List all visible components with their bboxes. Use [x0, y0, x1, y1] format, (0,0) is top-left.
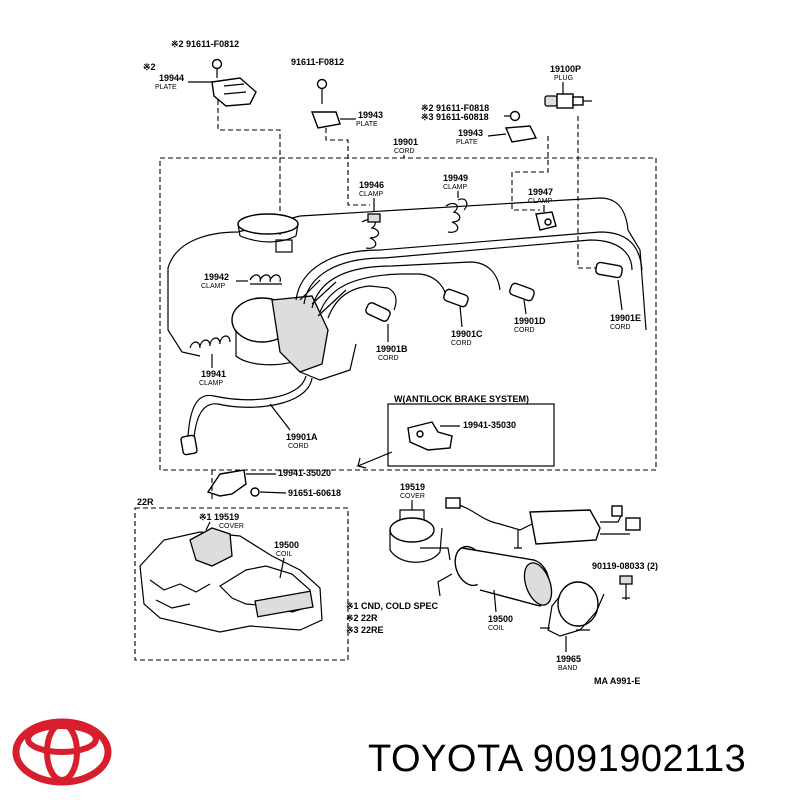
coil-band-icon — [540, 581, 605, 637]
coil-cover-icon — [389, 509, 451, 563]
ignition-cords — [180, 231, 643, 456]
note-line: ※2 22R — [346, 613, 378, 623]
callout-subtitle: CORD — [610, 324, 631, 331]
clamp-19949-icon — [445, 198, 468, 233]
bolt-icon — [211, 58, 223, 70]
brand-caption: TOYOTA 9091902113 — [368, 738, 746, 781]
callout-subtitle: COIL — [488, 625, 504, 632]
callout-subtitle: CLAMP — [359, 191, 383, 198]
clamp-19947-icon — [535, 211, 557, 231]
part-number: 9091902113 — [532, 738, 747, 780]
bolt-icon — [250, 487, 260, 497]
distributor-icon — [231, 279, 357, 381]
callout-subtitle: BAND — [558, 665, 577, 672]
callout-number: 19949 — [443, 173, 468, 183]
bracket-abs-icon — [407, 421, 453, 451]
callout-subtitle: CLAMP — [528, 198, 552, 205]
clamp-19942-icon — [249, 274, 282, 285]
plate-19943 — [310, 111, 341, 129]
callout-number: 19944 — [159, 73, 184, 83]
note-line: ※1 CND, COLD SPEC — [346, 601, 439, 611]
callout-number: 19901E — [610, 313, 641, 323]
clamp-19941-icon — [189, 335, 231, 349]
callout-number: 19500 — [488, 614, 513, 624]
callout-number: 19942 — [204, 272, 229, 282]
sub-frame-22r — [134, 507, 349, 661]
callout-subtitle: CLAMP — [199, 380, 223, 387]
callout-number: 22R — [137, 497, 154, 507]
callout-number: ※1 19519 — [199, 512, 239, 522]
clamp-19946-icon — [361, 213, 381, 249]
bolt-90119-icon — [619, 575, 633, 600]
callout-subtitle: CORD — [451, 340, 472, 347]
callout-number: 19941-35030 — [463, 420, 516, 430]
callout-subtitle: COVER — [219, 523, 244, 530]
callout-number: ※2 91611-F0818 — [421, 103, 489, 113]
callout-number: ※2 91611-F0812 — [171, 39, 239, 49]
callout-number: 19901A — [286, 432, 318, 442]
drawing-reference: MA A991-E — [594, 676, 640, 686]
callout-number: 19901 — [393, 137, 418, 147]
toyota-logo — [12, 718, 112, 786]
harness-icon — [445, 497, 641, 549]
callout-subtitle: PLUG — [554, 75, 573, 82]
callout-number: 90119-08033 (2) — [592, 561, 658, 571]
plate-19944 — [211, 77, 257, 107]
plug-boot-icon — [365, 302, 391, 322]
abs-arrow-icon — [356, 451, 393, 469]
callout-number: 19519 — [400, 482, 425, 492]
note-line: ※3 22RE — [346, 625, 384, 635]
callout-number: 19941 — [201, 369, 226, 379]
spark-plug-icon — [544, 93, 592, 109]
callout-number: 19901C — [451, 329, 483, 339]
callout-subtitle: COIL — [276, 551, 292, 558]
engine-outline — [167, 197, 647, 357]
callout-number: ※3 91611-60818 — [421, 112, 489, 122]
plug-boot-icon — [595, 261, 623, 279]
callout-number: 19901B — [376, 344, 408, 354]
callout-number: 19947 — [528, 187, 553, 197]
callout-subtitle: CORD — [394, 148, 415, 155]
brand-name: TOYOTA — [368, 738, 522, 780]
callout-subtitle: PLATE — [155, 84, 177, 91]
callout-number: 19100P — [550, 64, 581, 74]
callout-subtitle: CLAMP — [201, 283, 225, 290]
callout-subtitle: CORD — [514, 327, 535, 334]
oil-cap-icon — [237, 213, 299, 243]
callout-subtitle: PLATE — [456, 139, 478, 146]
callout-subtitle: CORD — [288, 443, 309, 450]
callout-subtitle: CORD — [378, 355, 399, 362]
bolt-icon — [509, 110, 521, 122]
abs-box — [387, 403, 555, 467]
callout-number: 91651-60618 — [288, 488, 341, 498]
callout-number: 91611-F0812 — [291, 57, 344, 67]
callout-subtitle: CLAMP — [443, 184, 467, 191]
callout-number: 19500 — [274, 540, 299, 550]
callout-number: 19946 — [359, 180, 384, 190]
ignition-coil-icon — [437, 545, 553, 607]
callout-number: W(ANTILOCK BRAKE SYSTEM) — [394, 394, 529, 404]
bracket-19941-35020 — [206, 469, 247, 497]
callout-number: 19943 — [358, 110, 383, 120]
callout-number: ※2 — [143, 62, 156, 72]
plate-19943-right — [504, 125, 538, 143]
callout-subtitle: COVER — [400, 493, 425, 500]
callout-subtitle: PLATE — [356, 121, 378, 128]
plug-boot-icon — [443, 288, 469, 308]
callout-number: 19941-35020 — [278, 468, 331, 478]
main-frame — [159, 157, 657, 471]
engine-22r-icon — [139, 527, 323, 633]
callout-number: 19965 — [556, 654, 581, 664]
bolt-icon — [316, 78, 328, 90]
plug-boot-icon — [509, 282, 535, 302]
callout-number: 19901D — [514, 316, 546, 326]
callout-number: 19943 — [458, 128, 483, 138]
